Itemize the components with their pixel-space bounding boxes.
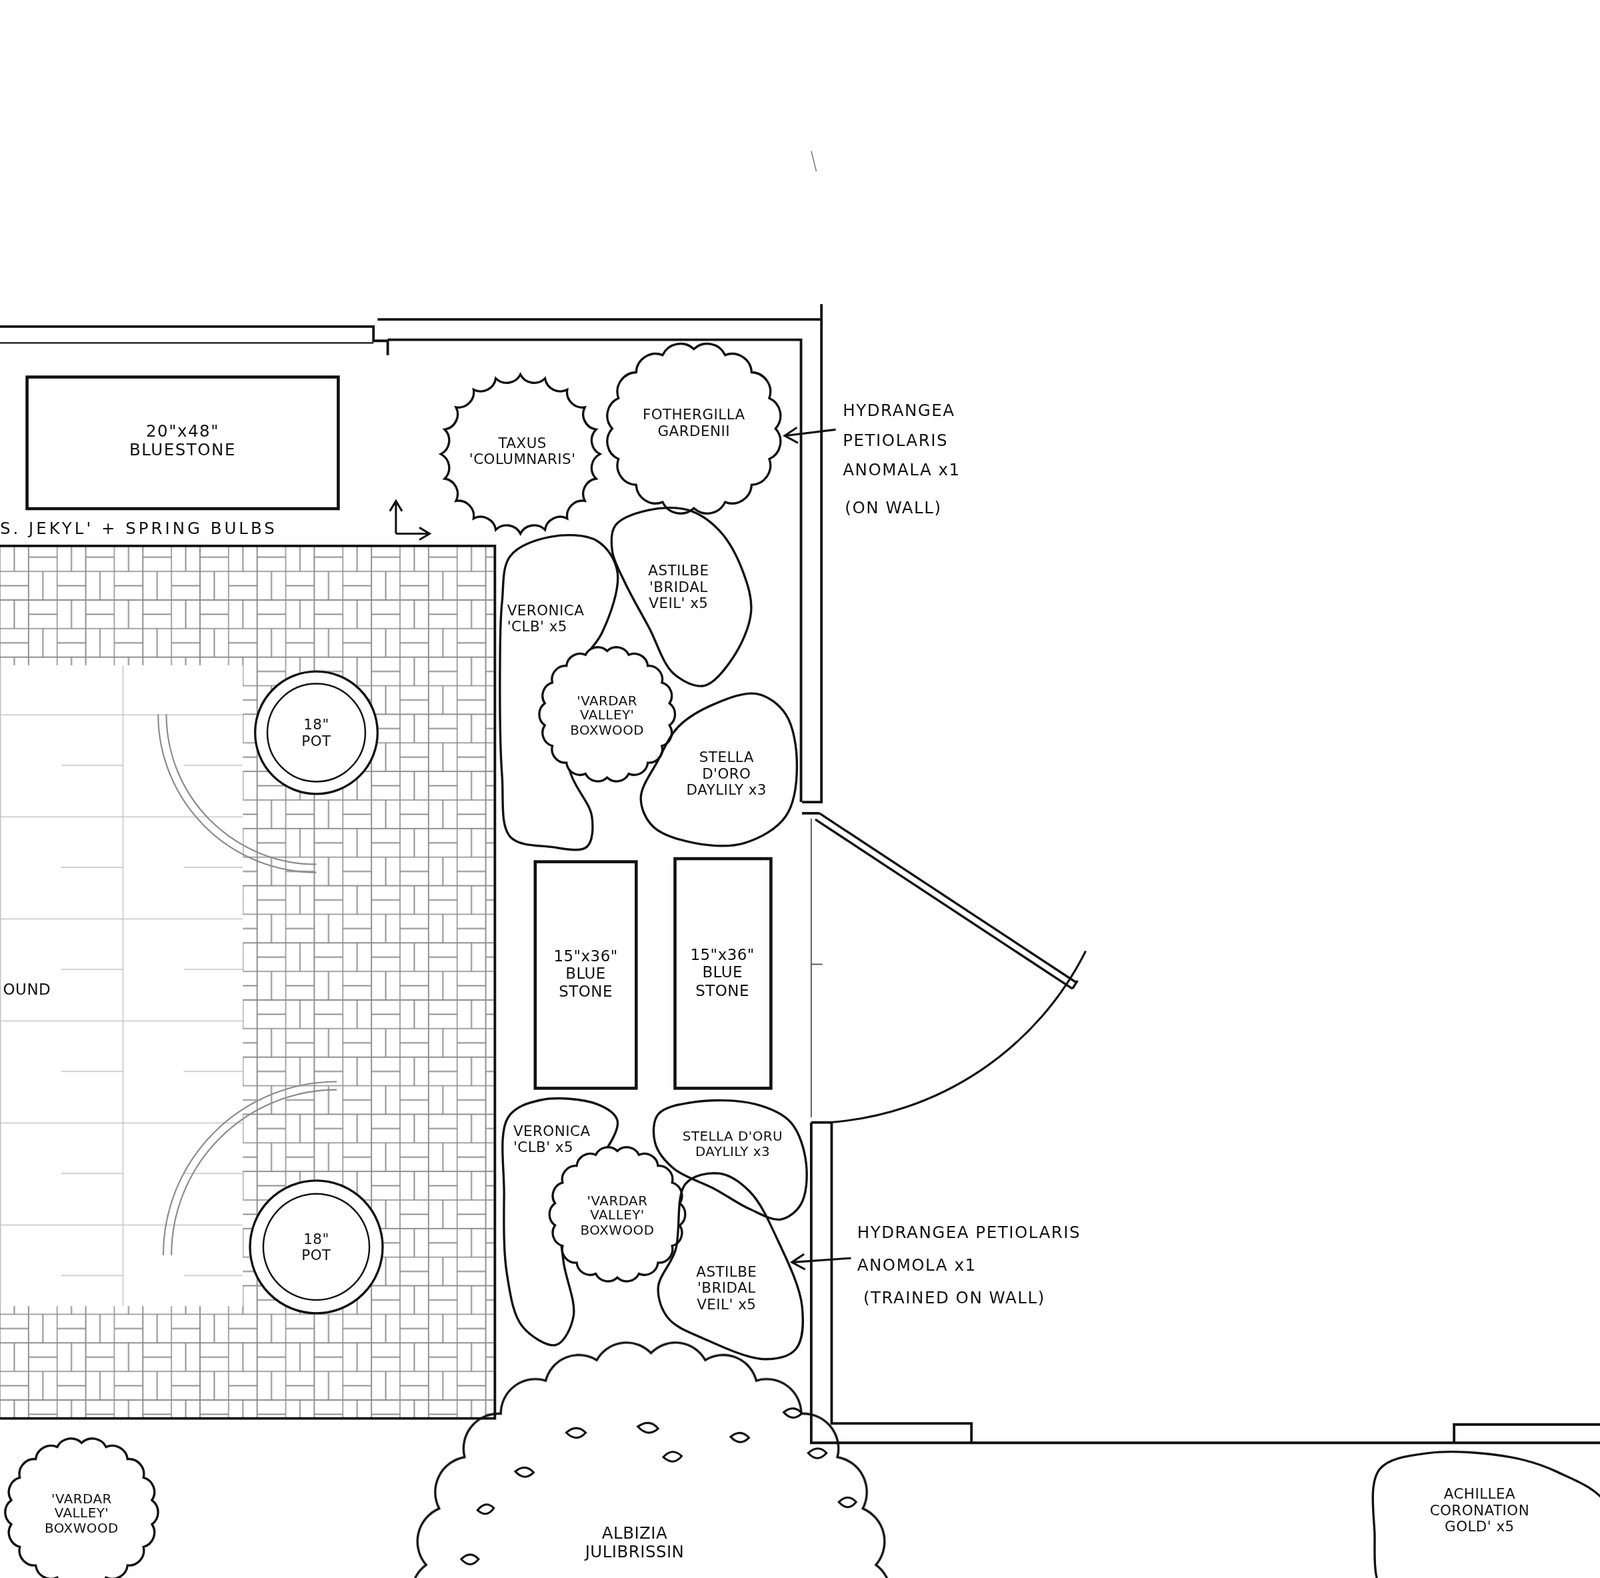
patio-paving [0,546,495,1419]
text-block: 'VARDAR VALLEY' BOXWOOD [566,693,648,740]
text-block: 'VARDAR VALLEY' BOXWOOD [38,1491,125,1538]
perennial-bed: ASTILBE 'BRIDAL VEIL' x5 [654,1169,806,1364]
text-block: ACHILLEA CORONATION GOLD' x5 [1422,1486,1537,1536]
plant-label: STELLA D'ORU DAYLILY x3 [681,1129,784,1160]
text-block: ASTILBE 'BRIDAL VEIL' x5 [683,1263,770,1313]
tree-leaf-marks [461,1408,856,1565]
planter-pot: 18" POT [244,661,388,804]
plant-label: 'VARDAR VALLEY' BOXWOOD [38,1491,125,1538]
plant-label: ACHILLEA CORONATION GOLD' x5 [1422,1486,1537,1536]
text-block: ALBIZIA JULIBRISSIN [568,1524,702,1562]
plant-label: 15"x36" BLUE STONE [548,948,622,1001]
vine-note: HYDRANGEA PETIOLARIS ANOMALA x1 [842,396,1037,485]
plant-label: TAXUS 'COLUMNARIS' [465,434,580,468]
door-swing [815,813,1086,1123]
vine-note: (ON WALL) [844,498,1018,518]
plant-label: OUND [3,981,96,999]
text-block: FOTHERGILLA GARDENII [638,406,750,439]
plant-label: 18" POT [290,1230,344,1264]
text-block: STELLA D'ORO DAYLILY x3 [680,748,773,798]
plant-note: S. JEKYL' + SPRING BULBS [0,518,398,538]
text-block: TAXUS 'COLUMNARIS' [465,434,580,468]
vine-note: HYDRANGEA PETIOLARIS ANOMALA x1 [842,396,1037,485]
fothergilla-shrub: FOTHERGILLA GARDENII [602,338,786,518]
bluestone-paver: 15"x36" BLUE STONE [534,860,638,1090]
plant-label: 'VARDAR VALLEY' BOXWOOD [576,1193,658,1240]
yew-shrub: TAXUS 'COLUMNARIS' [430,364,610,544]
text-block: 18" POT [290,716,344,749]
vine-note: (TRAINED ON WALL) [863,1288,1129,1308]
text-block: 'VARDAR VALLEY' BOXWOOD [576,1193,658,1240]
vine-note: (ON WALL) [844,498,1018,518]
plant-label: VERONICA 'CLB' x5 [513,1122,608,1156]
plant-label: ASTILBE 'BRIDAL VEIL' x5 [635,562,722,612]
bluestone-paver: 15"x36" BLUE STONE [673,857,772,1090]
patio: OUND 18" POT 18" POT [0,546,495,1419]
vine-note: HYDRANGEA PETIOLARIS ANOMOLA x1 [857,1216,1113,1282]
plant-label: ASTILBE 'BRIDAL VEIL' x5 [683,1263,770,1313]
bluestone-paver: 20"x48" BLUESTONE [25,375,340,510]
text-block: ASTILBE 'BRIDAL VEIL' x5 [635,562,722,612]
vine-note: HYDRANGEA PETIOLARIS ANOMOLA x1 [857,1216,1113,1282]
perennial-bed: ACHILLEA CORONATION GOLD' x5 [1370,1448,1600,1578]
perennial-bed: STELLA D'ORO DAYLILY x3 [636,690,801,848]
text-block: 18" POT [290,1230,344,1264]
plant-label: 'VARDAR VALLEY' BOXWOOD [566,693,648,740]
boxwood-shrub: 'VARDAR VALLEY' BOXWOOD [534,640,681,788]
text-block: 15"x36" BLUE STONE [548,948,622,1001]
text-block: VERONICA 'CLB' x5 [513,1122,608,1156]
text-block: 20"x48" BLUESTONE [116,422,249,460]
text-block: OUND [3,981,96,999]
plant-label: 20"x48" BLUESTONE [116,422,249,460]
building-wall [0,151,1600,1444]
plant-label: FOTHERGILLA GARDENII [638,406,750,439]
text-block: 15"x36" BLUE STONE [686,946,760,1000]
boxwood-shrub: 'VARDAR VALLEY' BOXWOOD [0,1432,164,1578]
vine-note: (TRAINED ON WALL) [863,1288,1129,1308]
plant-label: STELLA D'ORO DAYLILY x3 [680,748,773,798]
text-block: VERONICA 'CLB' x5 [507,602,610,635]
plant-label: ALBIZIA JULIBRISSIN [568,1524,702,1562]
tree-canopy: ALBIZIA JULIBRISSIN [414,1342,888,1578]
text-block: STELLA D'ORU DAYLILY x3 [681,1129,784,1160]
leader-arrow [390,427,852,1270]
plant-label: 18" POT [290,716,344,749]
plant-label: VERONICA 'CLB' x5 [507,602,610,635]
planter-pot: 18" POT [240,1170,394,1324]
plant-note: S. JEKYL' + SPRING BULBS [0,518,398,538]
plant-label: 15"x36" BLUE STONE [686,946,760,1000]
